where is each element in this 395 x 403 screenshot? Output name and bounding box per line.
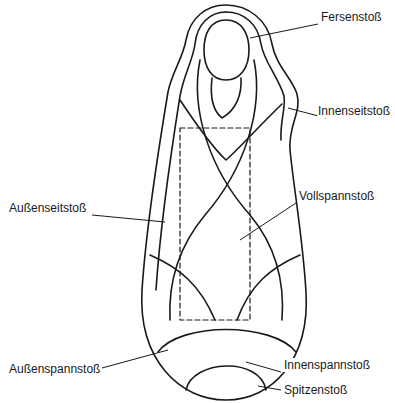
upper-outline (156, 12, 226, 290)
part-label: Innenseitstoß (317, 104, 391, 118)
part-label: Innenspannstoß (283, 358, 371, 372)
leader-line (258, 386, 281, 390)
upper-outline (226, 12, 284, 140)
shoe-outline (142, 5, 307, 400)
part-label: Außenspannstoß (8, 362, 101, 376)
leader-line (246, 362, 281, 372)
part-label: Außenseitstoß (8, 201, 87, 215)
leader-line (102, 350, 168, 368)
lacing-curve (237, 255, 300, 320)
lacing-curve (170, 60, 257, 320)
part-label: Spitzenstoß (283, 383, 348, 397)
part-label: Vollspannstoß (298, 189, 375, 203)
toe-tip (186, 366, 266, 390)
leader-line (92, 215, 165, 222)
instep-area (180, 128, 250, 320)
lacing-curve (197, 60, 282, 320)
part-label: Fersenstoß (320, 10, 383, 24)
leader-line (240, 203, 296, 240)
heel-collar (204, 20, 249, 80)
leader-line (250, 24, 318, 38)
lacing-curve (180, 100, 282, 160)
lacing-curve (150, 255, 215, 320)
heel-collar (211, 78, 241, 118)
toe-cap (158, 330, 296, 353)
